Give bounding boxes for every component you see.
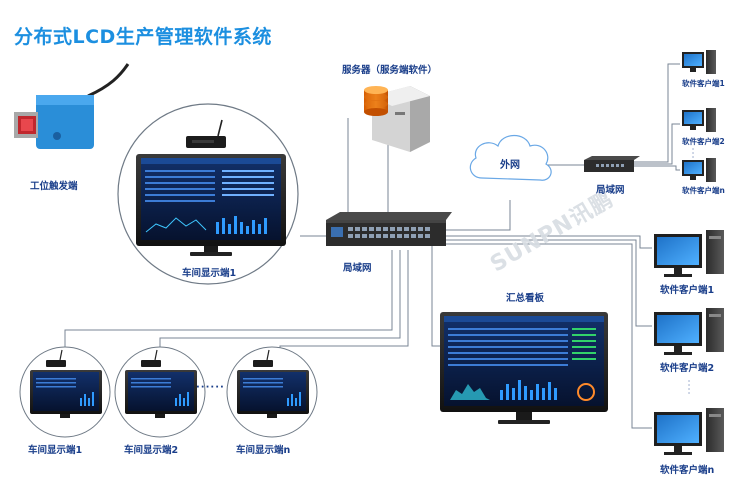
remote-ellipsis: ··· <box>691 145 695 162</box>
display-ellipsis: ······ <box>196 382 225 393</box>
client-pc-2 <box>654 308 724 355</box>
server-label: 服务器（服务端软件） <box>342 65 438 76</box>
dashboard-label: 汇总看板 <box>506 293 545 304</box>
cloud-label: 外网 <box>500 160 520 171</box>
remote-pc-2 <box>682 108 716 132</box>
network-switch-icon <box>326 212 452 246</box>
remote-switch-icon <box>584 156 640 172</box>
client-pc-1 <box>654 230 724 277</box>
display-1-label: 车间显示端1 <box>28 445 83 456</box>
dashboard-monitor-icon <box>440 312 608 424</box>
display-2-label: 车间显示端2 <box>124 445 179 456</box>
workshop-main-label: 车间显示端1 <box>182 268 237 279</box>
display-terminal-1 <box>19 346 111 438</box>
display-terminal-n <box>226 346 318 438</box>
remote-pc-n <box>682 158 716 182</box>
switch-remote-label: 局域网 <box>596 185 625 196</box>
cloud-icon <box>469 134 552 181</box>
remote-pc-icons <box>682 50 716 182</box>
client-2-label: 软件客户端2 <box>660 363 715 374</box>
workshop-display-circle <box>117 103 299 285</box>
client-n-label: 软件客户端n <box>660 465 715 476</box>
client-pc-icons <box>654 230 724 455</box>
server-icon <box>364 86 430 152</box>
photoelectric-sensor-icon <box>14 63 130 149</box>
remote-pc-1 <box>682 50 716 74</box>
remote-client-2-label: 软件客户端2 <box>682 137 725 146</box>
trigger-label: 工位触发端 <box>30 181 78 192</box>
switch-main-label: 局域网 <box>343 263 372 274</box>
display-n-label: 车间显示端n <box>236 445 291 456</box>
client-ellipsis: ···· <box>687 377 691 398</box>
client-pc-n <box>654 408 724 455</box>
display-terminal-2 <box>114 346 206 438</box>
client-1-label: 软件客户端1 <box>660 285 715 296</box>
diagram-title: 分布式LCD生产管理软件系统 <box>14 26 272 48</box>
remote-client-1-label: 软件客户端1 <box>682 79 725 88</box>
remote-client-n-label: 软件客户端n <box>682 186 725 195</box>
